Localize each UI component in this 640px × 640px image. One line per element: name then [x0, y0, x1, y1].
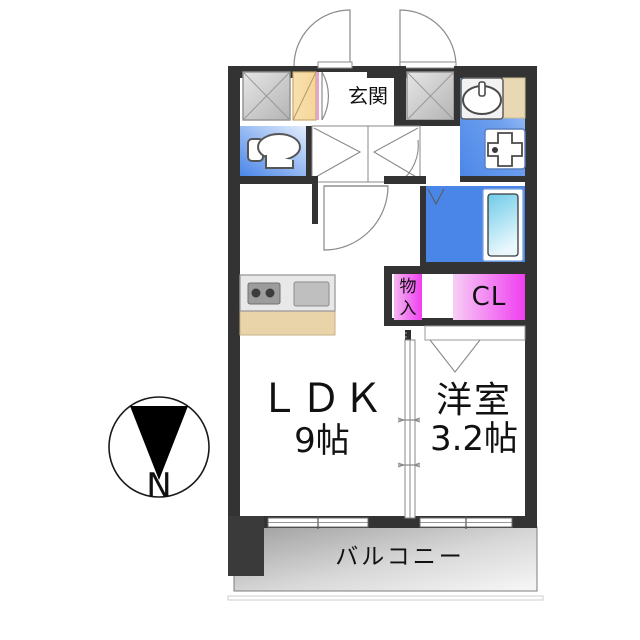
- interior-walls: [240, 176, 537, 326]
- storage-label: 物: [400, 277, 417, 297]
- corridor-doors: [311, 125, 421, 183]
- western-room-area-label: 3.2帖: [430, 419, 518, 459]
- ldk-entry-door: [312, 182, 389, 251]
- entrance-doors-exterior: [293, 9, 457, 69]
- room-labels: ＬＤＫ 9帖 洋室 3.2帖: [259, 376, 518, 461]
- toilet-room: [240, 126, 312, 182]
- western-room-label: 洋室: [436, 380, 512, 421]
- shoe-closet-right: [394, 66, 460, 126]
- closet-cl: CL: [424, 274, 526, 373]
- bathroom-area: [420, 186, 537, 270]
- ldk-label: ＬＤＫ: [259, 376, 385, 422]
- windows-bottom: [267, 516, 513, 529]
- genkan-label: 玄関: [348, 84, 388, 108]
- compass-north-label: N: [146, 466, 171, 506]
- shoe-closet-left: [242, 71, 291, 121]
- storage-closet: 物 入: [394, 274, 422, 320]
- entrance-door-panel: [292, 71, 319, 121]
- kitchen-area: [239, 274, 336, 336]
- compass-rose: N: [108, 396, 210, 506]
- storage-label-2: 入: [400, 299, 417, 319]
- closet-label: CL: [472, 282, 507, 312]
- balcony-area: バルコニー: [227, 526, 544, 601]
- bathtub-fixture: [482, 188, 524, 262]
- toilet-fixture: [247, 133, 301, 169]
- washing-machine-space: [484, 128, 526, 170]
- gas-stove-two-burner: [247, 282, 281, 305]
- balcony-label: バルコニー: [335, 544, 465, 570]
- sliding-partition: [397, 330, 421, 519]
- kitchen-sink: [293, 281, 330, 307]
- ldk-area-label: 9帖: [294, 421, 350, 461]
- washbasin-fixture: [460, 77, 504, 120]
- washroom-area: [460, 77, 537, 182]
- genkan-area: 玄関: [319, 71, 388, 121]
